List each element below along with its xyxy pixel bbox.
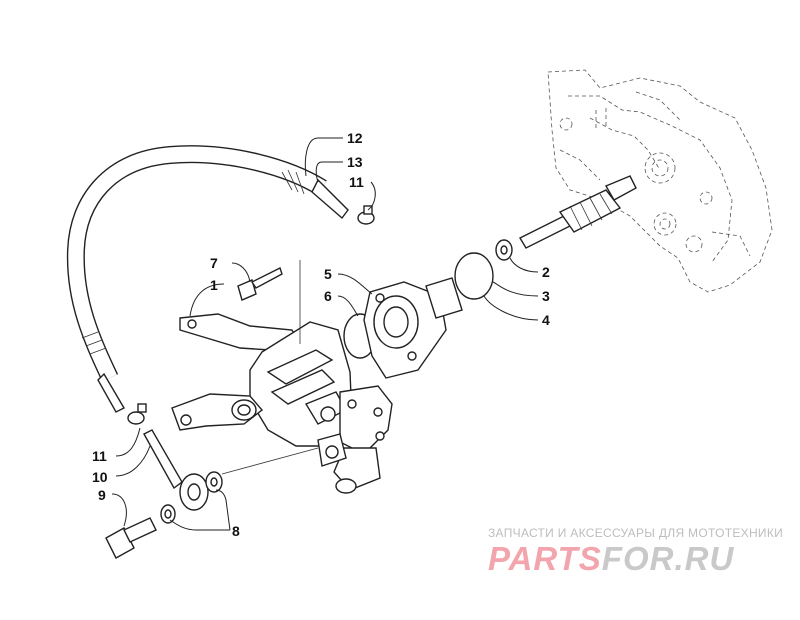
callout-2: 2: [542, 264, 550, 280]
watermark-brand-part2: FOR.RU: [601, 540, 735, 577]
leader-lines: [111, 137, 539, 531]
mounting-bolt-upper: [237, 267, 283, 301]
oil-pump-assembly: [171, 313, 393, 494]
watermark-logo: PARTSFOR.RU: [488, 540, 734, 578]
callout-12: 12: [347, 130, 363, 146]
pump-flange: [363, 277, 463, 379]
callout-3: 3: [542, 288, 550, 304]
callout-labels: 12 13 11 7 1 5 6 2 3 4 11 10 9 8: [92, 130, 550, 539]
callout-8: 8: [232, 523, 240, 539]
watermark-tagline: ЗАПЧАСТИ И АКСЕССУАРЫ ДЛЯ МОТОТЕХНИКИ: [488, 526, 784, 540]
callout-5: 5: [324, 266, 332, 282]
sealing-washers: [160, 471, 223, 524]
callout-6: 6: [324, 288, 332, 304]
washer: [495, 239, 513, 261]
callout-11-lower: 11: [92, 448, 107, 464]
oil-hose: [66, 145, 349, 413]
watermark-brand-part1: PARTS: [488, 540, 602, 577]
callout-10: 10: [92, 469, 108, 485]
banjo-fitting: [143, 429, 209, 511]
hose-clamp-upper: [357, 205, 375, 225]
callout-9: 9: [98, 487, 106, 503]
pump-drive-gear: [519, 175, 637, 249]
hose-clamp-lower: [127, 403, 147, 425]
callout-7: 7: [210, 255, 218, 271]
callout-13: 13: [347, 154, 363, 170]
callout-4: 4: [542, 312, 550, 328]
banjo-bolt: [105, 517, 157, 559]
callout-1: 1: [210, 277, 218, 293]
engine-case-outline: [547, 69, 773, 293]
alignment-lines: [221, 260, 319, 475]
o-ring-large: [454, 252, 494, 300]
callout-11-upper: 11: [349, 174, 364, 190]
